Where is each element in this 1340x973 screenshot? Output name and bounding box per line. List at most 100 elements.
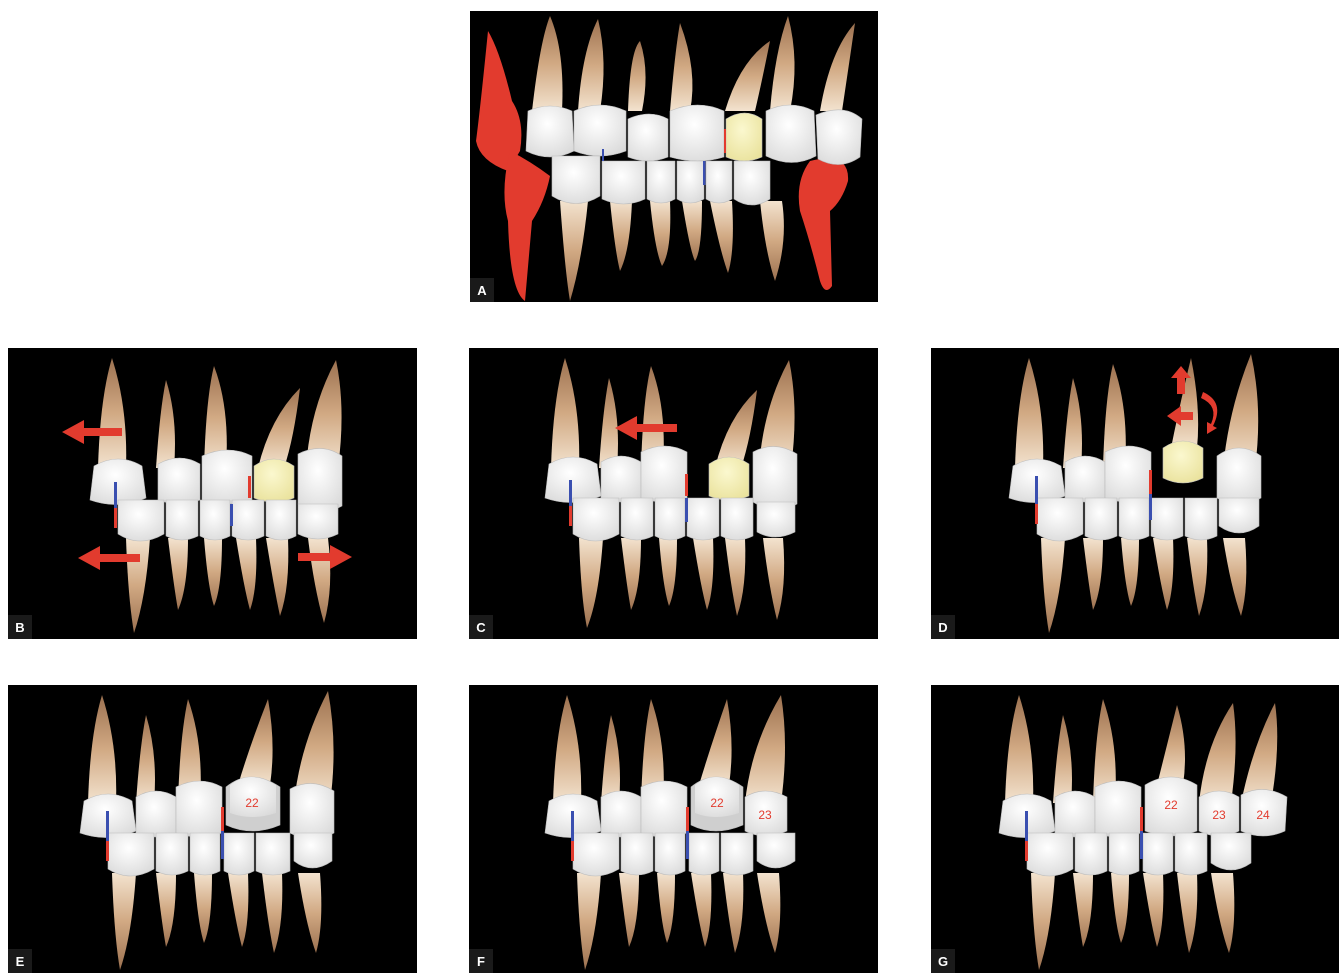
- upper-root: [699, 699, 732, 785]
- lower-root: [1187, 538, 1207, 616]
- lower-crown: [190, 833, 220, 875]
- panel-d: D: [931, 348, 1339, 639]
- rotation-arrow-icon: [1201, 392, 1217, 434]
- panel-b-drawing: [8, 348, 417, 639]
- upper-root: [88, 695, 116, 803]
- upper-root: [1015, 358, 1043, 468]
- panel-g-drawing: 22 23 24: [931, 685, 1339, 973]
- upper-crown: [670, 105, 724, 161]
- lower-root: [1211, 873, 1234, 953]
- highlight-crown: [726, 113, 762, 161]
- lower-root: [723, 873, 743, 953]
- panel-f-drawing: 22 23: [469, 685, 878, 973]
- upper-root: [1157, 705, 1185, 785]
- panel-label: B: [8, 615, 32, 639]
- upper-root: [1241, 703, 1277, 803]
- midline-marker: [1149, 494, 1152, 520]
- midline-marker: [571, 811, 574, 841]
- tooth-number-label: 22: [710, 796, 724, 810]
- lower-root: [1177, 873, 1197, 953]
- lower-crown: [757, 833, 795, 868]
- midline-marker: [221, 831, 224, 859]
- panel-label: F: [469, 949, 493, 973]
- upper-crown: [158, 458, 200, 504]
- midline-marker: [248, 476, 251, 498]
- midline-marker: [1140, 831, 1143, 859]
- midline-marker: [221, 807, 224, 831]
- midline-marker: [685, 474, 688, 496]
- upper-crown: [1065, 456, 1105, 502]
- upper-root: [601, 715, 620, 803]
- upper-root: [1199, 703, 1236, 803]
- lower-root: [619, 873, 639, 947]
- lower-root: [650, 201, 670, 266]
- extracted-tooth: [799, 159, 848, 291]
- lower-crown: [1109, 833, 1139, 875]
- lower-root: [657, 873, 675, 943]
- upper-root: [628, 41, 646, 111]
- lower-crown: [1185, 498, 1217, 540]
- lower-crown: [721, 498, 753, 540]
- highlight-crown: [1163, 441, 1203, 483]
- extracted-tooth: [504, 151, 550, 301]
- upper-crown: [298, 448, 342, 511]
- highlight-crown: [709, 457, 749, 500]
- lower-root: [1111, 873, 1129, 943]
- lower-root: [691, 873, 711, 947]
- lower-root: [266, 538, 288, 616]
- lower-root: [228, 873, 248, 947]
- midline-marker: [1140, 807, 1143, 831]
- lower-crown: [621, 833, 653, 875]
- panel-label: G: [931, 949, 955, 973]
- lower-root: [710, 201, 733, 273]
- lower-crown: [118, 500, 164, 541]
- upper-root: [1005, 695, 1033, 803]
- upper-root: [98, 358, 126, 468]
- upper-crown: [574, 105, 626, 156]
- upper-crown: [90, 459, 146, 505]
- upper-crown: [641, 781, 687, 837]
- lower-root: [1223, 538, 1246, 616]
- lower-crown: [655, 498, 685, 540]
- lower-root: [659, 538, 677, 606]
- lower-crown: [294, 833, 332, 868]
- midline-marker: [686, 831, 689, 859]
- panel-label: C: [469, 615, 493, 639]
- midline-marker: [1025, 811, 1028, 841]
- panel-e: 22 E: [8, 685, 417, 973]
- upper-crown: [641, 446, 687, 502]
- upper-root: [1063, 378, 1082, 468]
- upper-crown: [1095, 781, 1141, 837]
- lower-crown: [108, 833, 154, 876]
- upper-crown: [202, 450, 252, 504]
- upper-root: [820, 23, 855, 111]
- tooth-number-label: 22: [1164, 798, 1178, 812]
- lower-root: [194, 873, 212, 943]
- midline-marker: [1035, 476, 1038, 504]
- lower-crown: [166, 500, 198, 540]
- upper-crown: [545, 457, 601, 503]
- lower-root: [112, 873, 136, 970]
- lower-root: [308, 538, 330, 623]
- midline-marker: [114, 482, 117, 508]
- midline-marker: [569, 480, 572, 506]
- upper-root: [136, 715, 155, 803]
- upper-crown: [290, 783, 334, 839]
- lower-root: [757, 873, 780, 953]
- lower-crown: [156, 833, 188, 875]
- upper-crown: [1105, 446, 1151, 502]
- lower-crown: [224, 833, 254, 875]
- lower-crown: [552, 156, 600, 204]
- lower-root: [1143, 873, 1163, 947]
- upper-crown: [628, 114, 668, 161]
- extracted-tooth: [476, 31, 521, 171]
- upper-root: [578, 19, 604, 111]
- lower-crown: [256, 833, 290, 875]
- lower-crown: [1085, 498, 1117, 540]
- lower-root: [693, 538, 713, 610]
- lower-root: [156, 873, 176, 947]
- lower-crown: [687, 498, 719, 540]
- lower-root: [1153, 538, 1173, 610]
- lower-crown: [1119, 498, 1149, 540]
- lower-crown: [647, 161, 675, 203]
